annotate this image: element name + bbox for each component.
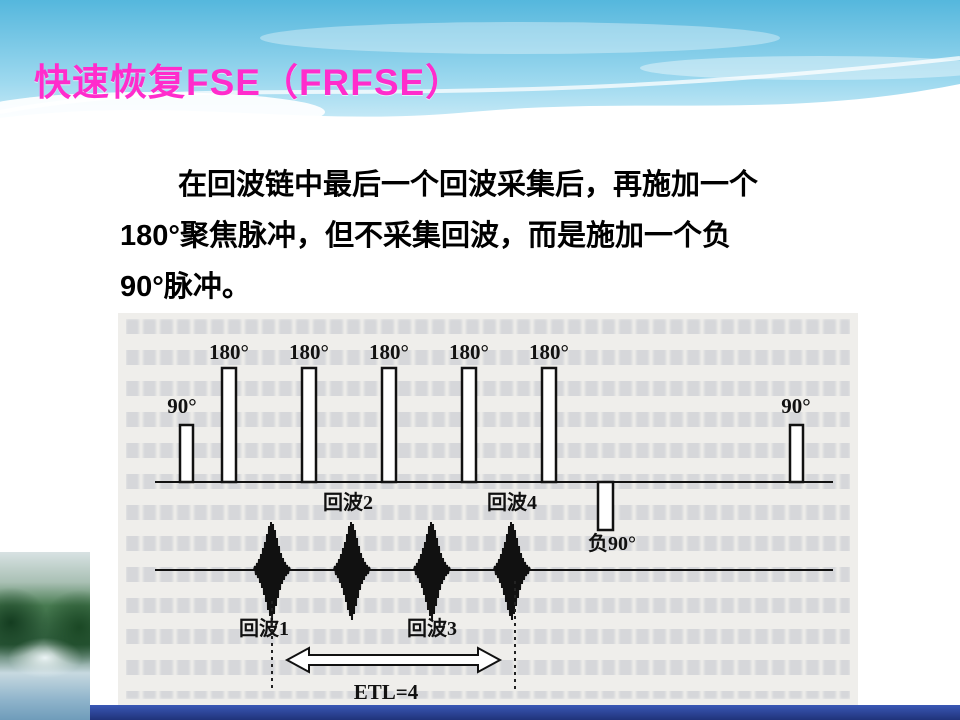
pulse-180-4-label: 180° [449,340,489,364]
pulse-neg-90-label: 负90° [588,531,636,555]
echo2-signal [333,521,371,621]
pulse-180-5 [540,366,558,484]
echo4-label: 回波4 [487,491,537,514]
pulse-90-right [788,423,805,484]
etl-double-arrow [284,646,503,674]
body-paragraph: 在回波链中最后一个回波采集后，再施加一个 180°聚焦脉冲，但不采集回波，而是施… [120,160,830,313]
cloud-blob [0,92,325,132]
pulse-180-2-label: 180° [289,340,329,364]
bottom-bar-decoration [0,705,960,720]
pulse-sequence-figure: 90° 180° 180° 180° 180° 180° 90° 负90° 回波… [118,313,858,705]
pulse-90-right-label: 90° [781,394,810,418]
echo3-label: 回波3 [407,617,457,640]
body-line-3: 90°脉冲。 [120,271,251,303]
pulse-sequence-diagram: 90° 180° 180° 180° 180° 180° 90° 负90° 回波… [155,340,833,704]
cloud-streak [640,56,960,80]
pulse-180-3 [380,366,398,484]
body-line-2: 180°聚焦脉冲，但不采集回波，而是施加一个负 [120,220,731,252]
pulse-180-1-label: 180° [209,340,249,364]
waterfall-photo [0,552,90,720]
cloud-wave [0,84,960,150]
pulse-180-1 [220,366,238,484]
echo3-signal [413,521,451,621]
echo1-signal [253,521,291,621]
echo1-label: 回波1 [239,617,289,640]
faded-text-watermark [126,319,850,699]
pulse-180-3-label: 180° [369,340,409,364]
body-line-1: 在回波链中最后一个回波采集后，再施加一个 [178,169,759,201]
pulse-180-2 [300,366,318,484]
pulse-neg-90 [596,480,615,532]
pulse-90-left [178,423,195,484]
pulse-180-4 [460,366,478,484]
pulse-180-5-label: 180° [529,340,569,364]
echo4-signal [493,521,531,621]
etl-label: ETL=4 [354,680,419,704]
pulse-90-left-label: 90° [167,394,196,418]
slide-title: 快速恢复FSE（FRFSE） [34,62,464,103]
sky-graphic [0,0,960,150]
sky-header-decoration [0,0,960,150]
echo2-label: 回波2 [323,491,373,514]
cloud-streak [260,22,780,54]
